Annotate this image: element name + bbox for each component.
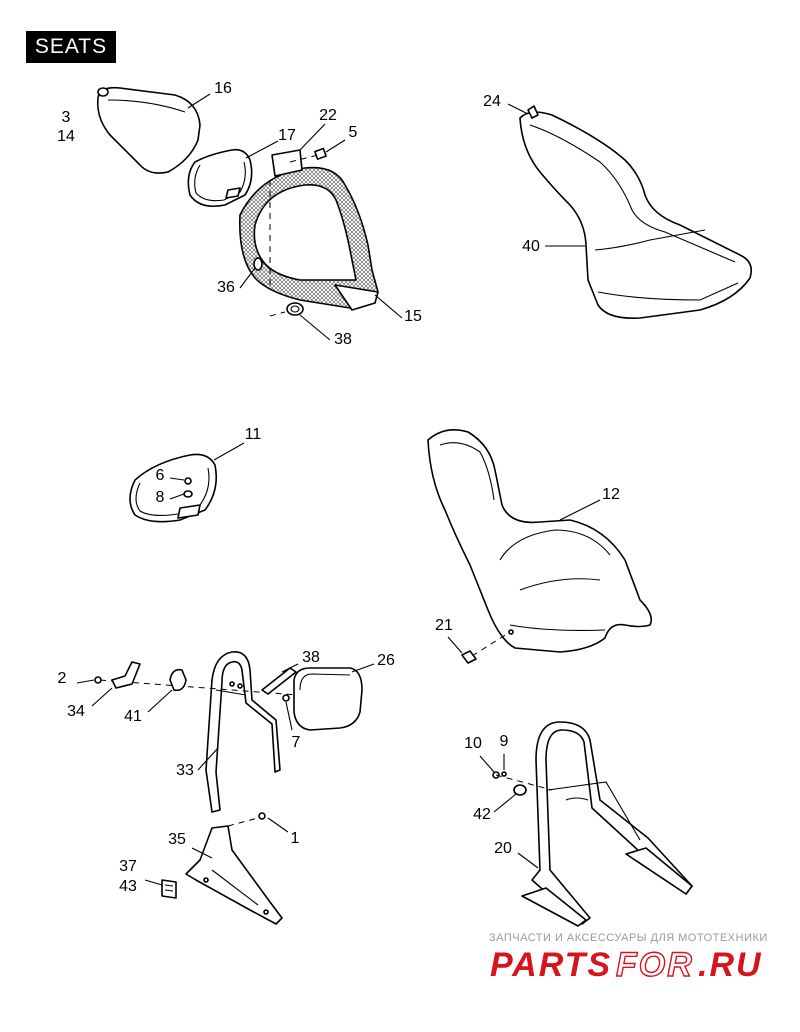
pillion-pad-16 bbox=[96, 86, 211, 174]
callout-c22: 22 bbox=[319, 107, 337, 124]
callout-c42: 42 bbox=[473, 806, 491, 823]
callout-c5: 5 bbox=[349, 124, 358, 141]
upright-33 bbox=[76, 651, 375, 813]
callout-c17: 17 bbox=[278, 127, 296, 144]
callout-c10: 10 bbox=[464, 735, 482, 752]
callout-c3: 3 bbox=[62, 109, 71, 126]
two-up-seat-12 bbox=[427, 429, 653, 664]
watermark-logo-accent: FOR bbox=[616, 946, 694, 984]
side-plate-35 bbox=[144, 812, 289, 925]
callout-c6: 6 bbox=[156, 467, 165, 484]
callout-labels: 16 3 14 17 22 5 36 15 38 24 40 11 6 8 12 21 234 41 38 26 7 33… bbox=[57, 80, 620, 895]
callout-c36: 36 bbox=[217, 279, 235, 296]
strap-11 bbox=[129, 442, 245, 523]
callout-c34: 34 bbox=[67, 703, 85, 720]
callout-c2: 2 bbox=[58, 670, 67, 687]
page-title: SEATS bbox=[26, 31, 116, 63]
callout-c9: 9 bbox=[500, 733, 509, 750]
callout-c41: 41 bbox=[124, 708, 142, 725]
callout-c14: 14 bbox=[57, 128, 75, 145]
strap-17 bbox=[187, 140, 279, 208]
callout-c15: 15 bbox=[404, 308, 422, 325]
gasket-38-top bbox=[269, 302, 331, 341]
callout-c24: 24 bbox=[483, 93, 501, 110]
watermark-logo: PARTS FOR .RU bbox=[490, 945, 763, 984]
callout-c20: 20 bbox=[494, 840, 512, 857]
callout-c43: 43 bbox=[119, 878, 137, 895]
callout-c1: 1 bbox=[291, 830, 300, 847]
callout-c38a: 38 bbox=[334, 331, 352, 348]
callout-c26: 26 bbox=[377, 652, 395, 669]
watermark-logo-main: PARTS bbox=[490, 946, 612, 984]
solo-seat-40 bbox=[507, 103, 753, 320]
callout-c33: 33 bbox=[176, 762, 194, 779]
callout-c21: 21 bbox=[435, 617, 453, 634]
callout-c11: 11 bbox=[245, 426, 262, 443]
callout-c40: 40 bbox=[522, 238, 540, 255]
sissy-bar-20 bbox=[479, 721, 693, 927]
callout-c16: 16 bbox=[214, 80, 232, 97]
callout-c35: 35 bbox=[168, 831, 186, 848]
callout-c37: 37 bbox=[119, 858, 137, 875]
watermark-tagline: ЗАПЧАСТИ И АКСЕССУАРЫ ДЛЯ МОТОТЕХНИКИ bbox=[489, 932, 768, 944]
callout-c7: 7 bbox=[292, 734, 301, 751]
callout-c38b: 38 bbox=[302, 649, 320, 666]
backrest-15 bbox=[238, 123, 403, 319]
watermark-logo-tail: .RU bbox=[698, 946, 763, 984]
callout-c12: 12 bbox=[602, 486, 620, 503]
callout-c8: 8 bbox=[156, 489, 165, 506]
